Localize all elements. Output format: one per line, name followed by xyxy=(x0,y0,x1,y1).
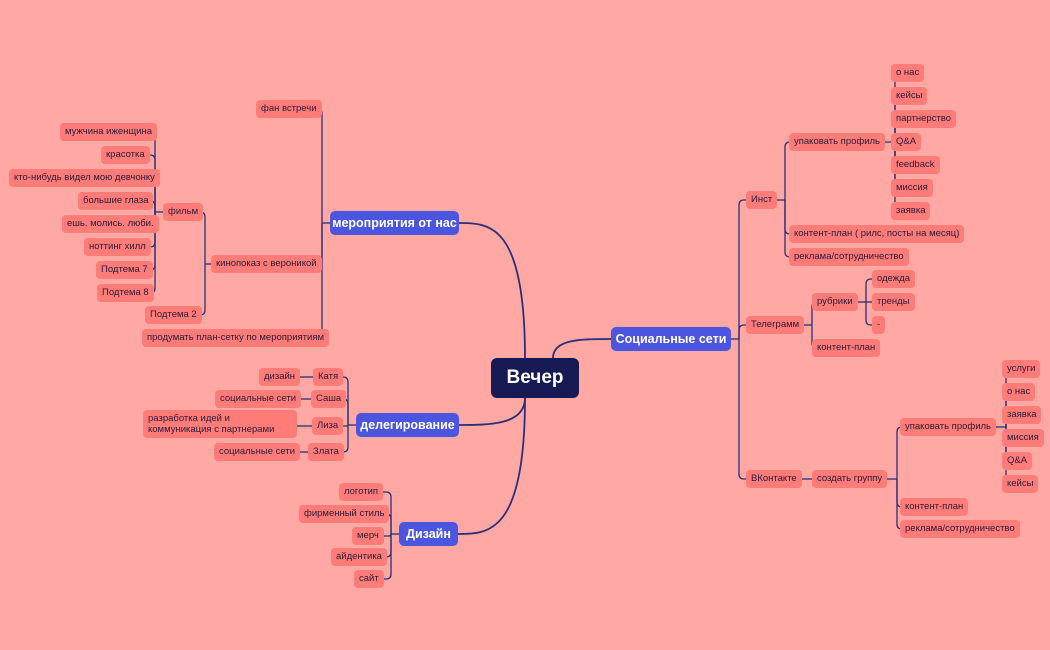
branch-events[interactable]: мероприятия от нас xyxy=(330,211,459,235)
film-item[interactable]: ноттинг хилл xyxy=(84,238,151,256)
task-node[interactable]: дизайн xyxy=(259,368,301,386)
connector-line xyxy=(865,278,872,302)
person-node[interactable]: Злата xyxy=(308,443,344,461)
design-item[interactable]: фирменный стиль xyxy=(299,505,390,523)
branch-design[interactable]: Дизайн xyxy=(399,522,458,546)
node-instagram[interactable]: Инст xyxy=(746,191,778,209)
film-item[interactable]: Подтема 8 xyxy=(97,284,154,302)
inst-profile-item[interactable]: кейсы xyxy=(891,87,928,105)
design-item[interactable]: сайт xyxy=(354,570,384,588)
node-rubrics[interactable]: рубрики xyxy=(812,293,858,311)
rubric-item[interactable]: - xyxy=(872,316,886,334)
person-node[interactable]: Саша xyxy=(311,390,347,408)
connector-line xyxy=(865,302,872,326)
connector-line xyxy=(458,222,526,359)
connector-line xyxy=(784,141,791,200)
connector-line xyxy=(316,108,323,223)
node-plan-grid[interactable]: продумать план-сетку по мероприятиям xyxy=(142,329,329,347)
inst-profile-item[interactable]: о нас xyxy=(891,64,925,82)
node-screening[interactable]: кинопоказ с вероникой xyxy=(211,255,322,273)
film-item[interactable]: мужчина иженщина xyxy=(60,123,158,141)
connector-line xyxy=(383,491,392,534)
task-node[interactable]: социальные сети xyxy=(214,443,301,461)
design-item[interactable]: айдентика xyxy=(331,548,387,566)
inst-profile-item[interactable]: Q&A xyxy=(891,133,922,151)
node-inst-content-plan[interactable]: контент-план ( рилс, посты на месяц) xyxy=(789,225,965,243)
task-node[interactable]: разработка идей и коммуникация с партнер… xyxy=(143,410,297,438)
connector-line xyxy=(342,376,349,425)
node-film[interactable]: фильм xyxy=(163,203,204,221)
rubric-item[interactable]: одежда xyxy=(872,270,915,288)
task-node[interactable]: социальные сети xyxy=(215,390,302,408)
vk-profile-item[interactable]: услуги xyxy=(1002,360,1041,378)
design-item[interactable]: мерч xyxy=(352,527,384,545)
node-telegram-content-plan[interactable]: контент-план xyxy=(812,339,881,357)
design-item[interactable]: логотип xyxy=(339,483,384,501)
inst-profile-item[interactable]: feedback xyxy=(891,156,940,174)
film-item[interactable]: Подтема 7 xyxy=(96,261,153,279)
connector-line xyxy=(738,339,746,480)
film-item[interactable]: большие глаза xyxy=(78,192,154,210)
rubric-item[interactable]: тренды xyxy=(872,293,915,311)
vk-profile-item[interactable]: о нас xyxy=(1002,383,1036,401)
root-node[interactable]: Вечер xyxy=(491,358,579,398)
vk-profile-item[interactable]: кейсы xyxy=(1002,475,1039,493)
node-create-group[interactable]: создать группу xyxy=(812,470,888,488)
node-inst-pack-profile[interactable]: упаковать профиль xyxy=(789,133,886,151)
connector-line xyxy=(384,533,392,537)
branch-delegation[interactable]: делегирование xyxy=(356,413,459,437)
node-vk-content-plan[interactable]: контент-план xyxy=(900,498,969,516)
inst-profile-item[interactable]: заявка xyxy=(891,202,931,220)
node-subtopic-2[interactable]: Подтема 2 xyxy=(145,306,202,324)
node-vkontakte[interactable]: ВКонтакте xyxy=(746,470,802,488)
film-item[interactable]: красотка xyxy=(101,146,150,164)
node-inst-ads[interactable]: реклама/сотрудничество xyxy=(789,248,909,266)
connector-line xyxy=(738,324,746,339)
node-vk-ads[interactable]: реклама/сотрудничество xyxy=(900,520,1020,538)
connector-line xyxy=(384,534,392,580)
connector-line xyxy=(458,397,526,426)
person-node[interactable]: Катя xyxy=(313,368,344,386)
branch-social-networks[interactable]: Социальные сети xyxy=(611,327,731,351)
connector-line xyxy=(316,223,329,339)
vk-profile-item[interactable]: заявка xyxy=(1002,406,1042,424)
connector-line xyxy=(552,338,612,359)
connector-line xyxy=(457,397,526,535)
node-vk-pack-profile[interactable]: упаковать профиль xyxy=(900,418,997,436)
film-item[interactable]: кто-нибудь видел мою девчонку xyxy=(9,169,160,187)
connector-line xyxy=(343,424,349,427)
node-telegram[interactable]: Телеграмм xyxy=(746,316,805,334)
vk-profile-item[interactable]: Q&A xyxy=(1002,452,1033,470)
person-node[interactable]: Лиза xyxy=(312,417,344,435)
vk-profile-item[interactable]: миссия xyxy=(1002,429,1044,447)
connector-line xyxy=(738,199,746,339)
inst-profile-item[interactable]: миссия xyxy=(891,179,933,197)
inst-profile-item[interactable]: партнерство xyxy=(891,110,956,128)
connector-line xyxy=(891,142,901,212)
node-fan-meetings[interactable]: фан встречи xyxy=(256,100,322,118)
film-item[interactable]: ешь. молись. люби. xyxy=(62,215,159,233)
connector-line xyxy=(149,154,156,212)
